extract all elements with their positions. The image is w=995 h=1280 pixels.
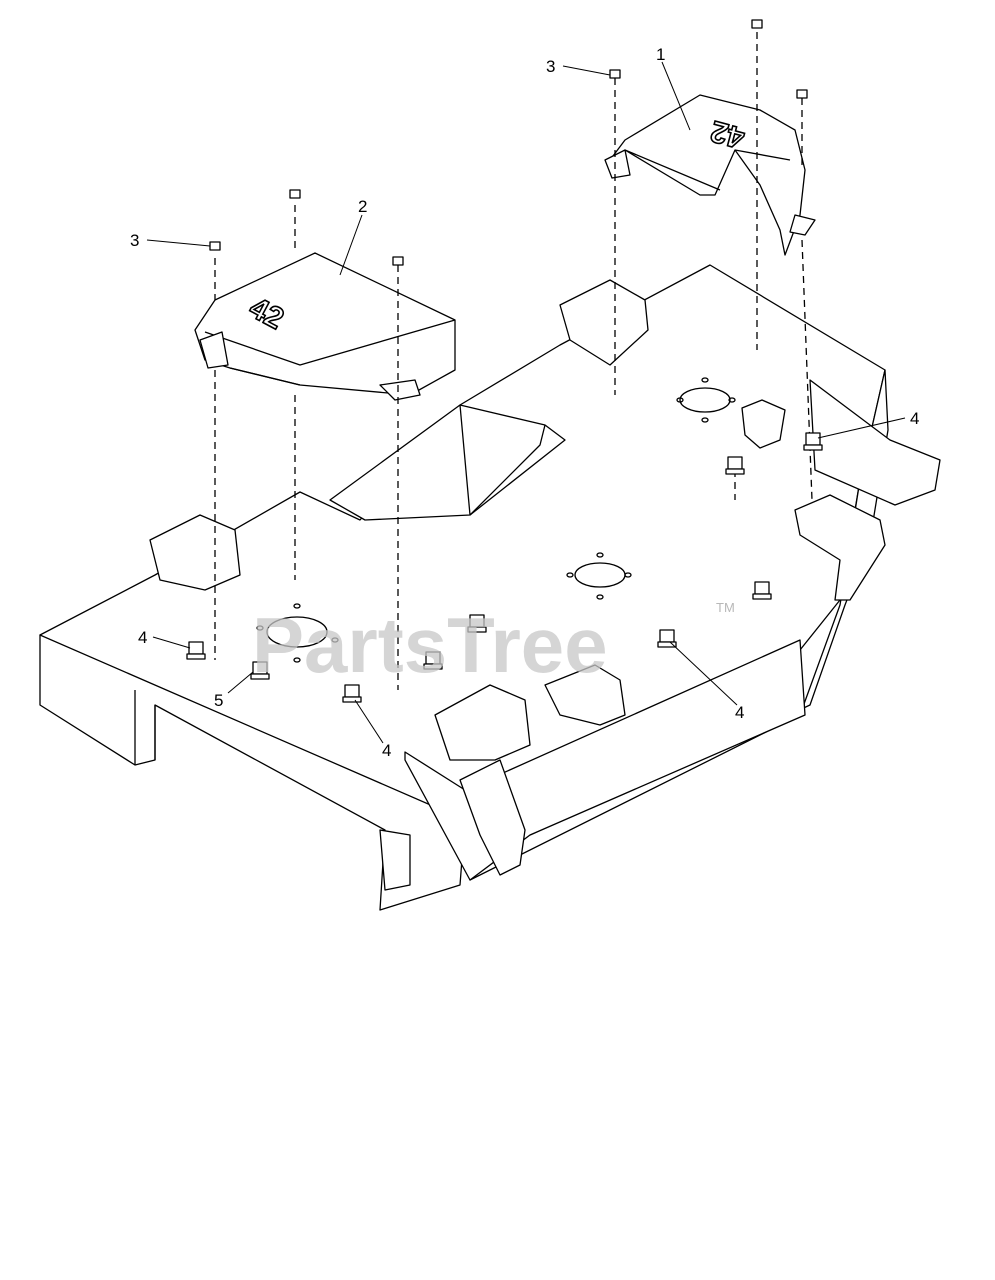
watermark-trademark: TM: [716, 600, 735, 615]
assembly-lines: [214, 32, 813, 690]
watermark: PartsTree TM: [252, 600, 735, 689]
watermark-text: PartsTree: [252, 601, 608, 689]
mower-deck: [39, 264, 941, 911]
callout-4-center: 4: [382, 741, 391, 760]
callout-4-front-right: 4: [735, 703, 744, 722]
callout-3-rear: 3: [546, 57, 555, 76]
callout-4-left: 4: [138, 628, 147, 647]
leader-lines: [146, 61, 906, 744]
callout-3-front: 3: [130, 231, 139, 250]
callout-numbers: 1 2 3 3 4 5 4 4 4: [130, 45, 919, 760]
callout-2: 2: [358, 197, 367, 216]
bolt-icon: [209, 19, 808, 266]
spindle-cover-rear: 42: [604, 94, 816, 256]
callout-4-right: 4: [910, 409, 919, 428]
callout-1: 1: [656, 45, 665, 64]
callout-5: 5: [214, 691, 223, 710]
spindle-cover-front: 42: [194, 252, 456, 401]
